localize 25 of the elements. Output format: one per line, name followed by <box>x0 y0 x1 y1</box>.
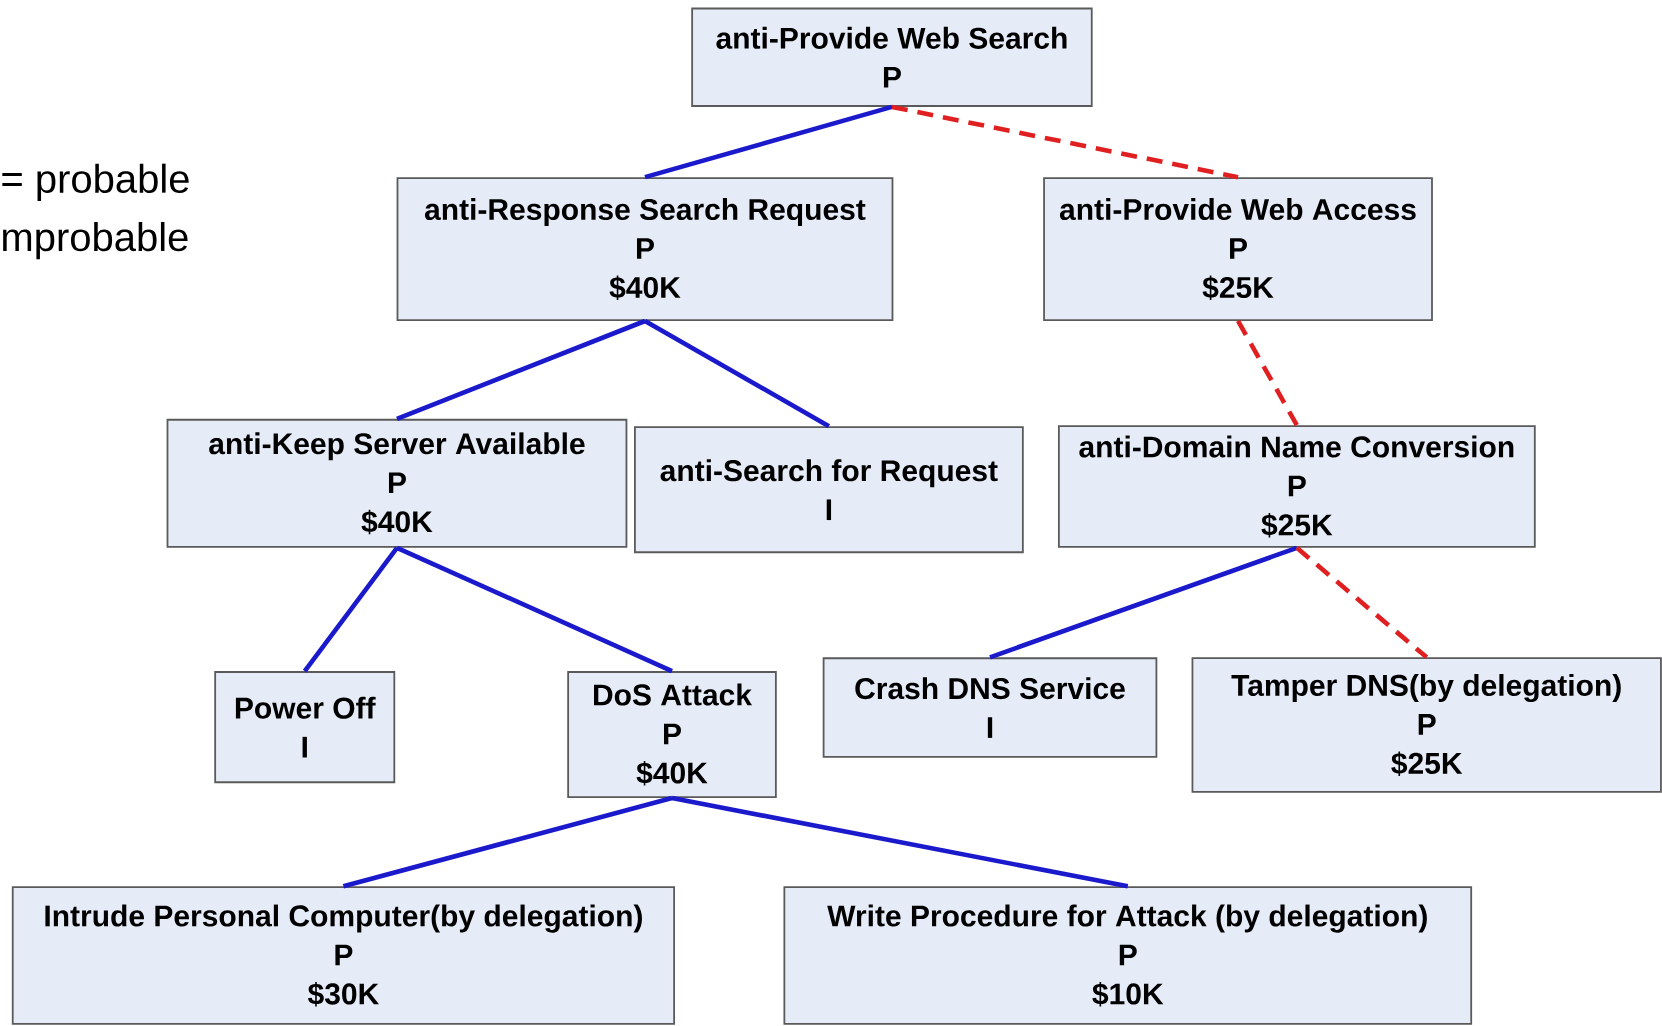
connector-line <box>1236 319 1299 427</box>
connector-line <box>342 795 673 889</box>
connector-line <box>989 545 1298 660</box>
tree-box: anti-Provide Web Access P $25K <box>1043 177 1433 321</box>
connector-line <box>644 104 893 180</box>
connector-line <box>891 104 1239 180</box>
connector-line <box>643 319 831 429</box>
legend-text: = probable <box>2 163 189 201</box>
tree-box: DoS Attack P $40K <box>567 671 777 798</box>
tree-box: anti-Domain Name Conversion P $25K <box>1058 425 1536 548</box>
connector-line <box>302 546 399 673</box>
tree-box: anti-Provide Web Search P <box>691 7 1093 107</box>
tree-box: anti-Response Search Request P $40K <box>396 177 894 321</box>
tree-box: Write Procedure for Attack (by delegation) P $10K <box>783 886 1473 1025</box>
connector-line <box>1295 546 1429 660</box>
tree-box: Intrude Personal Computer(by delegation) P $30K <box>11 886 675 1025</box>
connector-line <box>396 545 673 674</box>
tree-box: anti-Search for Request I <box>634 426 1024 554</box>
connector-line <box>396 318 646 421</box>
connector-line <box>671 795 1129 889</box>
tree-box: anti-Keep Server Available P $40K <box>166 418 628 548</box>
tree-box: Crash DNS Service I <box>822 657 1158 758</box>
tree-box: Power Off I <box>214 671 396 784</box>
tree-box: Tamper DNS(by delegation) P $25K <box>1191 657 1662 793</box>
legend-text: mprobable <box>3 221 188 260</box>
